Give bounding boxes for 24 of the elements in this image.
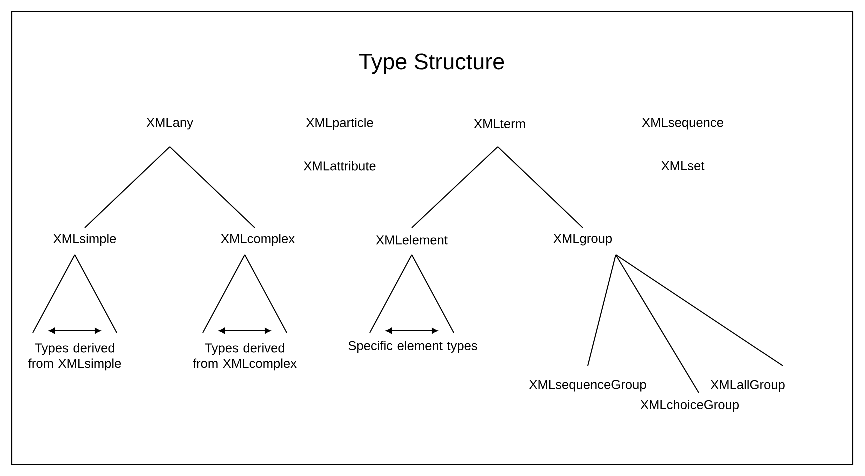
type-name: XMLallGroup	[710, 380, 785, 392]
type-name: XMLelement	[376, 235, 448, 245]
tree-line	[616, 254, 784, 366]
title: Type Structure	[359, 54, 504, 74]
type-label: Types derived from XMLsimple	[28, 343, 122, 371]
type-name: XMLcomplex	[221, 234, 295, 246]
type-label: Types derived from XMLcomplex	[193, 343, 297, 371]
tree-line	[412, 146, 498, 228]
tree-line	[84, 146, 170, 228]
type-name: XMLchoiceGroup	[640, 400, 739, 412]
type-label: Specific element types	[348, 341, 478, 353]
type-label: XMLattribute	[304, 161, 376, 171]
type-name: XMLsequenceGroup	[529, 380, 646, 392]
type-label: XMLset	[662, 162, 705, 170]
type-label: XMLparticle	[306, 118, 374, 130]
type-name: XMLgroup	[554, 234, 612, 246]
tree-line	[588, 254, 617, 366]
tree-line	[498, 146, 584, 228]
tree-line	[170, 146, 256, 228]
tree-line	[616, 254, 700, 394]
type-label: XMLsequence	[642, 118, 724, 130]
type-name: XMLterm	[474, 120, 526, 128]
type-name: XMLsimple	[54, 234, 116, 246]
type-name: XMLany	[146, 118, 194, 130]
